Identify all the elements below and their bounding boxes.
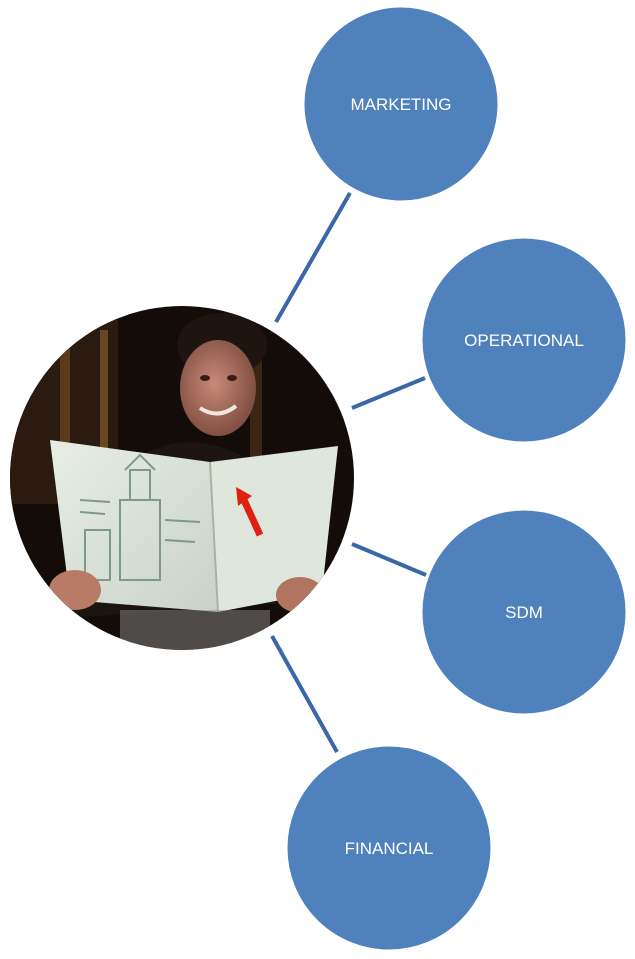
node-label-operational: OPERATIONAL <box>464 331 584 350</box>
node-label-marketing: MARKETING <box>350 95 451 114</box>
connector-marketing <box>274 192 352 323</box>
node-circle <box>419 235 629 445</box>
node-circle <box>301 4 501 204</box>
connector-financial <box>270 635 339 753</box>
node-circle <box>284 743 494 953</box>
connectors <box>270 192 427 753</box>
node-sdm: SDM <box>419 507 629 717</box>
node-financial: FINANCIAL <box>284 743 494 953</box>
node-label-financial: FINANCIAL <box>345 839 434 858</box>
connector-sdm <box>351 542 427 577</box>
node-circle <box>419 507 629 717</box>
red-arrow-icon <box>236 487 264 537</box>
connector-operational <box>351 376 426 410</box>
node-label-sdm: SDM <box>505 603 543 622</box>
hub-photo <box>10 306 354 650</box>
node-marketing: MARKETING <box>301 4 501 204</box>
node-operational: OPERATIONAL <box>419 235 629 445</box>
